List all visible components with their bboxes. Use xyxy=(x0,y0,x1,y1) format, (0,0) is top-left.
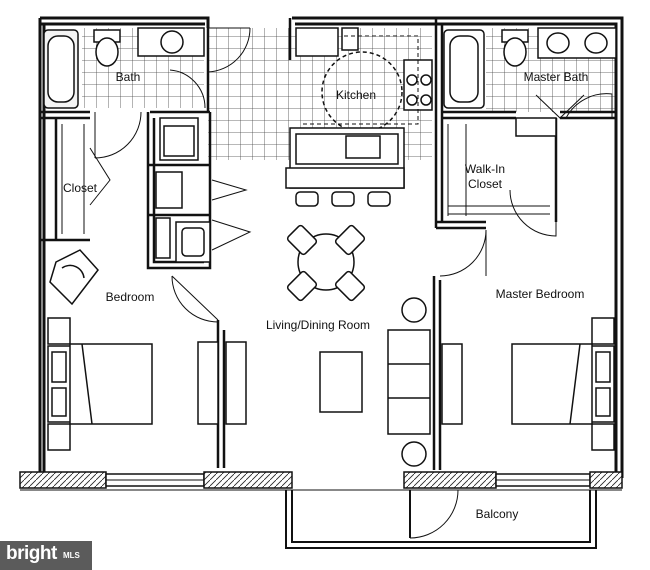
closet-shelving xyxy=(61,124,550,234)
dining-table xyxy=(286,224,366,302)
label-walk-in-closet-line1: Walk-In xyxy=(464,162,506,176)
label-walk-in-closet-line2: Closet xyxy=(467,177,503,191)
label-kitchen: Kitchen xyxy=(335,88,377,102)
kitchen-work-triangle xyxy=(300,35,419,125)
window-band xyxy=(19,471,623,491)
master-bath-fixtures xyxy=(443,27,617,137)
balcony-outline xyxy=(285,489,597,549)
label-living-dining: Living/Dining Room xyxy=(265,318,371,332)
bath-fixtures xyxy=(43,27,211,263)
label-master-bedroom: Master Bedroom xyxy=(495,287,585,301)
watermark-brand: bright xyxy=(6,543,57,564)
watermark-suffix: MLS xyxy=(63,551,80,560)
label-master-bath: Master Bath xyxy=(523,70,589,84)
exterior-walls xyxy=(38,16,624,478)
label-bedroom: Bedroom xyxy=(105,290,155,304)
living-furniture xyxy=(197,297,431,467)
door-swings xyxy=(89,27,613,323)
label-closet: Closet xyxy=(62,181,98,195)
brightmls-watermark: bright MLS xyxy=(0,541,92,570)
label-bath: Bath xyxy=(115,70,141,84)
label-balcony: Balcony xyxy=(475,507,519,521)
master-bedroom-furniture xyxy=(441,317,615,451)
interior-walls xyxy=(38,18,616,470)
bedroom-furniture xyxy=(47,249,153,451)
kitchen-fixtures xyxy=(285,27,433,207)
